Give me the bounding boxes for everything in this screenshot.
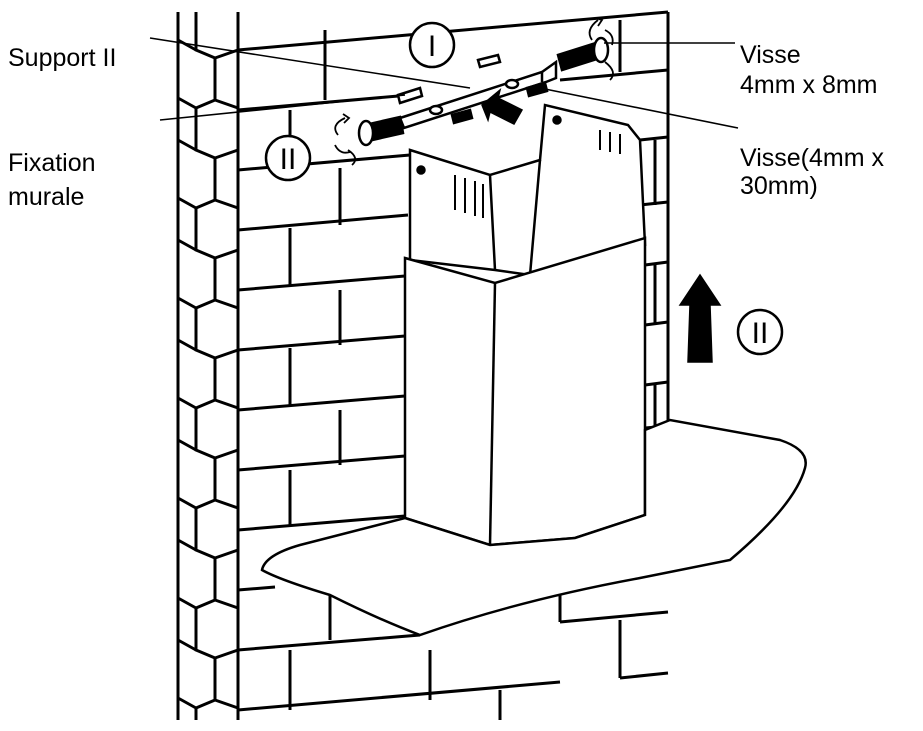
leader-visse-large <box>539 87 739 129</box>
label-support: Support II <box>8 44 117 72</box>
upper-duct <box>408 103 647 277</box>
arrow-push-icon <box>481 87 524 125</box>
lower-duct-body <box>403 236 647 547</box>
label-visse-small-line2: 4mm x 8mm <box>740 71 878 99</box>
pillar-mortar-horizontal <box>177 38 239 710</box>
pillar-edge <box>176 12 240 720</box>
label-fixation-line1: Fixation <box>8 149 96 177</box>
label-fixation-line2: murale <box>8 183 85 211</box>
step-two-right-number: II <box>752 317 769 350</box>
wall-course <box>237 671 669 712</box>
brick-pillar <box>176 12 240 720</box>
wall-plug <box>450 108 474 125</box>
wall-plug <box>396 86 424 105</box>
duct-vent-slots <box>454 175 484 218</box>
leader-lines <box>149 37 739 129</box>
screw-small <box>556 36 610 72</box>
leader-fixation <box>159 94 406 121</box>
rotate-icon <box>334 117 357 166</box>
duct-vent-slots <box>599 130 621 154</box>
screw-large <box>357 115 405 147</box>
bracket-slot <box>504 78 520 90</box>
leader-support <box>149 37 471 89</box>
wall-course <box>237 610 669 652</box>
rotate-icon <box>342 113 351 124</box>
rotate-icon <box>334 17 614 166</box>
label-visse-small-line1: Visse <box>740 41 801 69</box>
wall-edge <box>236 12 670 720</box>
upper-duct-fold <box>488 159 542 276</box>
wall-plug <box>525 81 549 98</box>
lower-duct-fold <box>488 282 497 546</box>
wall-course <box>237 380 669 412</box>
lower-duct <box>403 236 647 547</box>
pillar-mortar-vertical <box>194 12 217 720</box>
bracket-slot <box>428 104 444 116</box>
brick-wall <box>236 10 670 720</box>
canopy <box>260 418 807 637</box>
step-one-number: I <box>428 30 436 63</box>
step-one-marker <box>408 21 456 69</box>
label-visse-large-line1: Visse(4mm x <box>740 144 885 172</box>
screw-small-head <box>592 36 610 64</box>
arrow-up-icon <box>678 273 722 363</box>
duct-screw-hole <box>552 115 562 125</box>
step-two-left-marker <box>264 134 312 182</box>
wall-bracket <box>398 59 558 130</box>
screw-large-head <box>357 119 375 147</box>
wall-plug <box>476 53 502 69</box>
wall-course <box>237 514 406 532</box>
rotate-icon <box>595 17 604 27</box>
wall-course <box>237 260 669 292</box>
step-two-left-number: II <box>280 143 297 176</box>
canopy-panel <box>260 418 807 637</box>
label-visse-large-line2: 30mm) <box>740 172 818 200</box>
duct-screw-hole <box>416 165 426 175</box>
step-two-right-marker <box>736 308 784 356</box>
upper-duct-body <box>408 103 647 277</box>
wall-plugs <box>396 53 549 125</box>
wall-course <box>237 135 669 172</box>
